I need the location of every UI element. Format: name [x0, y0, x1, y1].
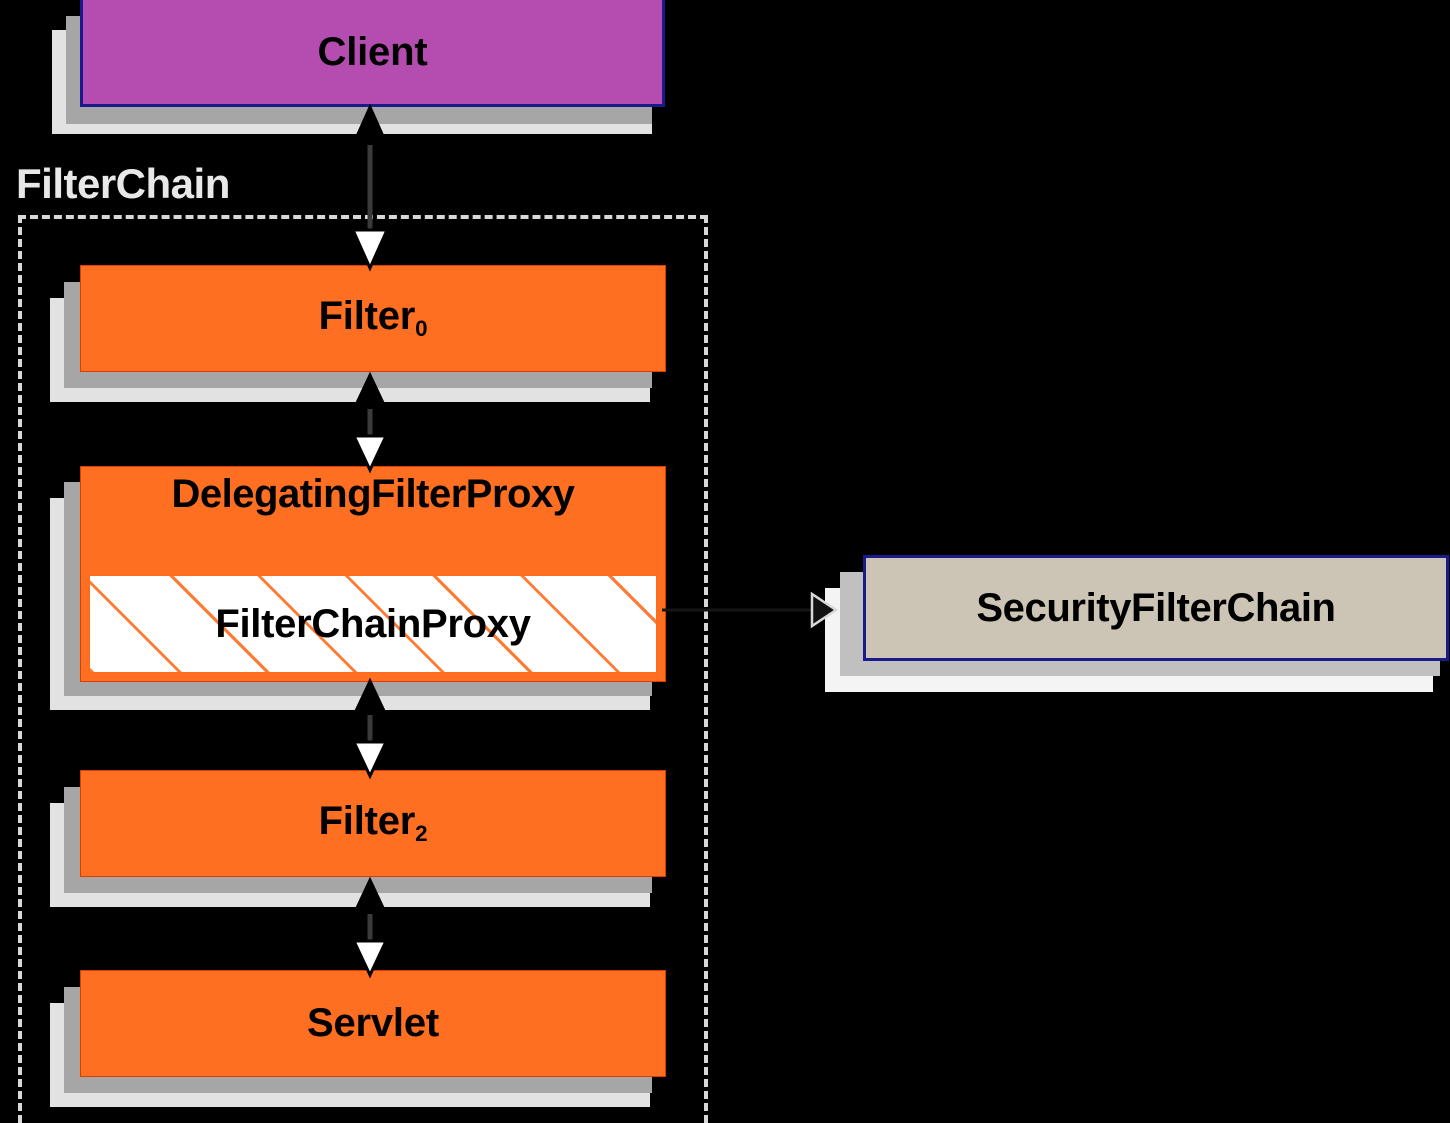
servlet-label: Servlet — [306, 1001, 440, 1045]
client-box[interactable]: Client — [80, 0, 665, 107]
filter0-label: Filter0 — [318, 294, 428, 342]
filter2-subscript: 2 — [415, 821, 428, 847]
filterchainproxy-label: FilterChainProxy — [215, 601, 531, 646]
securityfilterchain-label: SecurityFilterChain — [976, 585, 1336, 630]
filter0-subscript: 0 — [415, 316, 428, 342]
arrow-filter2-servlet — [351, 876, 389, 979]
arrow-filter0-delegatingfilterproxy — [351, 371, 389, 474]
filterchainproxy-box[interactable]: FilterChainProxy — [89, 575, 657, 673]
arrow-filterchainproxy-securityfilterchain — [662, 591, 839, 629]
arrow-client-filter0 — [350, 103, 390, 272]
filter2-label: Filter2 — [318, 799, 428, 847]
securityfilterchain-box[interactable]: SecurityFilterChain — [863, 555, 1449, 661]
client-label: Client — [317, 29, 428, 74]
delegatingfilterproxy-box[interactable]: DelegatingFilterProxy FilterChainProxy — [80, 466, 666, 682]
delegatingfilterproxy-label: DelegatingFilterProxy — [171, 472, 575, 516]
filterchain-label: FilterChain — [16, 160, 230, 207]
filter2-box[interactable]: Filter2 — [80, 770, 666, 877]
servlet-box[interactable]: Servlet — [80, 970, 666, 1077]
arrow-delegatingfilterproxy-filter2 — [351, 677, 389, 780]
filterchain-container — [18, 215, 708, 1123]
filter0-box[interactable]: Filter0 — [80, 265, 666, 372]
